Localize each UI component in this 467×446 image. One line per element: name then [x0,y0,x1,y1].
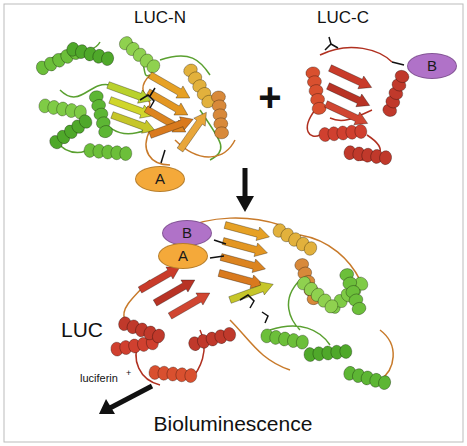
luc-n-protein [34,34,235,165]
tag-oval: B [162,220,212,246]
frame [4,4,463,442]
leader-line [161,150,165,163]
luc-c-protein [305,37,411,165]
tag-letter: A [178,248,188,265]
leader-line [210,256,224,258]
charge-superscript: + [126,368,131,378]
luc-protein [110,218,393,391]
leader-line [392,62,404,65]
output-label: Bioluminescence [154,412,313,436]
tag-letter: A [155,171,165,188]
plus-sign: + [258,74,281,120]
emission-arrow [99,386,152,414]
tag-letter: B [182,225,192,242]
reaction-arrow [236,168,254,212]
tag-letter: B [427,58,437,75]
fragment-label: LUC-C [317,8,369,28]
tag-oval: A [158,243,208,269]
tag-oval: B [407,53,457,79]
substrate-label: luciferin [80,372,118,385]
tag-oval: A [135,166,185,192]
fragment-label: LUC-N [134,8,186,28]
protein-label: LUC [61,318,103,342]
leader-line [214,240,226,244]
